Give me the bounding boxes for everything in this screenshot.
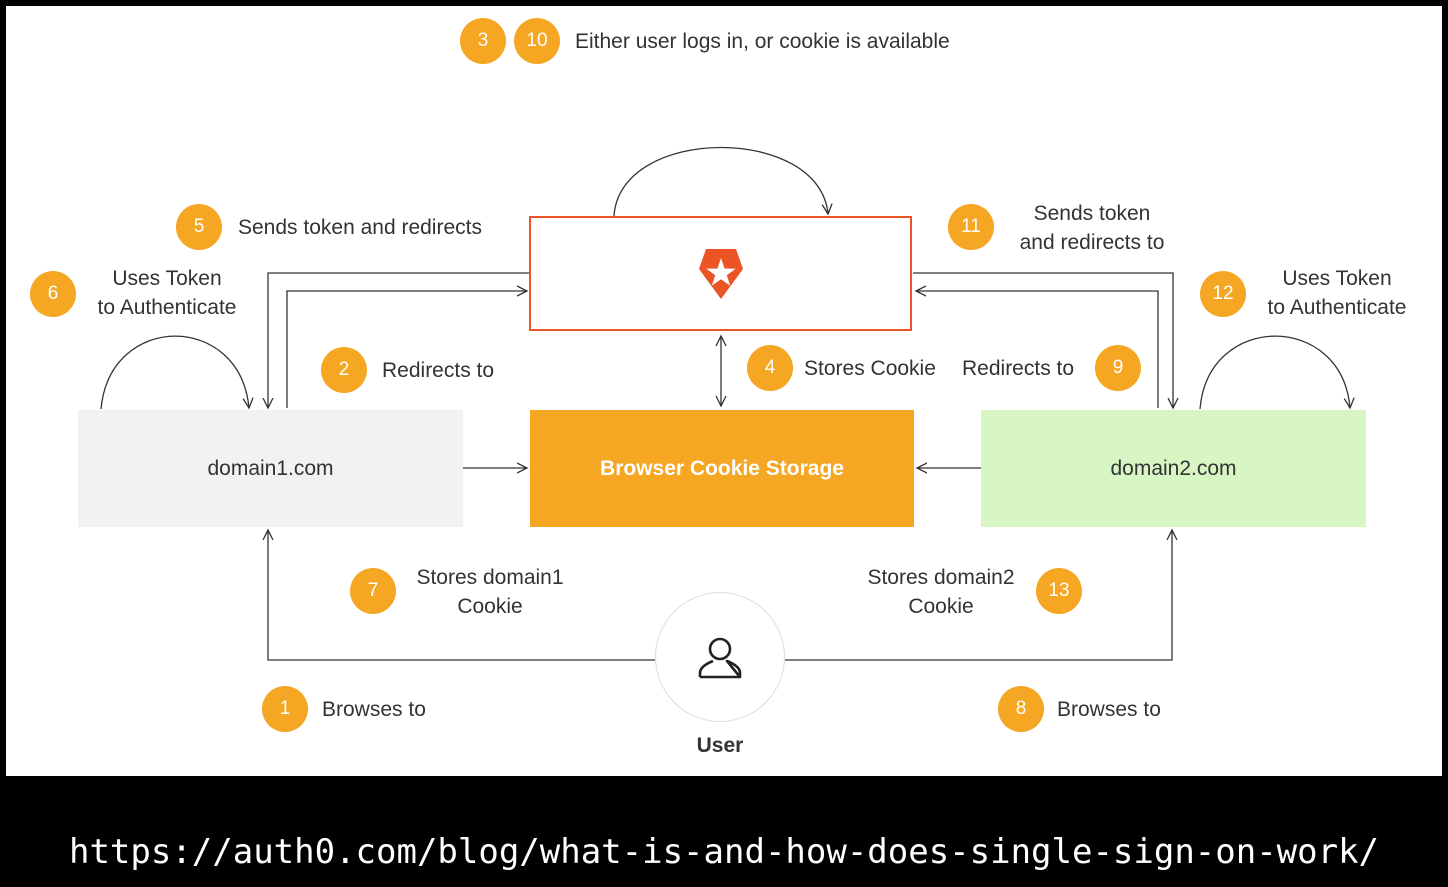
step-badge-3: 3 <box>460 18 506 64</box>
arrow-domain2-to-auth0 <box>916 291 1159 408</box>
step-6-line2: to Authenticate <box>97 296 237 319</box>
source-url-caption: https://auth0.com/blog/what-is-and-how-d… <box>68 832 1380 872</box>
step-1-label: Browses to <box>322 698 426 721</box>
step-9-label: Redirects to <box>962 357 1075 380</box>
domain2-box: domain2.com <box>981 410 1366 527</box>
step-badge-9: 9 <box>1095 345 1141 391</box>
step-badge-2: 2 <box>321 347 367 393</box>
step-12-label: Uses Token to Authenticate <box>1256 264 1418 322</box>
step-badge-13: 13 <box>1036 568 1082 614</box>
domain1-loop-arrow <box>100 335 249 409</box>
step-badge-12: 12 <box>1200 271 1246 317</box>
arrow-user-to-domain2 <box>785 530 1172 661</box>
auth0-shield-logo-icon <box>698 248 743 299</box>
user-node <box>655 592 785 722</box>
arrow-auth0-to-domain2 <box>913 272 1173 408</box>
step-badge-1: 1 <box>262 686 308 732</box>
step-7-label: Stores domain1 Cookie <box>405 563 575 621</box>
step-2-label: Redirects to <box>382 359 495 382</box>
step-badge-6: 6 <box>30 271 76 317</box>
domain1-box: domain1.com <box>78 410 463 527</box>
step-8-label: Browses to <box>1057 698 1161 721</box>
step-badge-8: 8 <box>998 686 1044 732</box>
step-12-line2: to Authenticate <box>1267 296 1407 319</box>
arrow-domain1-to-auth0 <box>286 291 527 408</box>
step-badge-10: 10 <box>514 18 560 64</box>
step-13-line1: Stores domain2 <box>867 566 1015 589</box>
domain2-loop-arrow <box>1199 335 1350 409</box>
step-7-line2: Cookie <box>457 595 523 618</box>
step-badge-7: 7 <box>350 568 396 614</box>
step-6-label: Uses Token to Authenticate <box>87 264 247 322</box>
auth0-server-box <box>529 216 912 331</box>
auth0-loop-arrow <box>613 146 828 217</box>
step-badge-5: 5 <box>176 204 222 250</box>
user-label: User <box>696 734 744 757</box>
step-6-line1: Uses Token <box>112 267 222 290</box>
step-badge-11: 11 <box>948 204 994 250</box>
step-11-line2: and redirects to <box>1019 231 1165 254</box>
step-3-10-label: Either user logs in, or cookie is availa… <box>575 30 950 53</box>
step-5-label: Sends token and redirects <box>238 216 482 239</box>
step-7-line1: Stores domain1 <box>416 566 564 589</box>
step-12-line1: Uses Token <box>1282 267 1392 290</box>
step-11-line1: Sends token <box>1033 202 1151 225</box>
arrow-auth0-to-domain1 <box>268 272 529 408</box>
step-4-label: Stores Cookie <box>804 357 936 380</box>
step-13-line2: Cookie <box>908 595 974 618</box>
step-11-label: Sends token and redirects to <box>1002 199 1182 257</box>
step-13-label: Stores domain2 Cookie <box>856 563 1026 621</box>
browser-cookie-storage-box: Browser Cookie Storage <box>530 410 914 527</box>
step-badge-4: 4 <box>747 345 793 391</box>
user-icon <box>698 637 742 679</box>
arrow-user-to-domain1 <box>268 530 655 661</box>
